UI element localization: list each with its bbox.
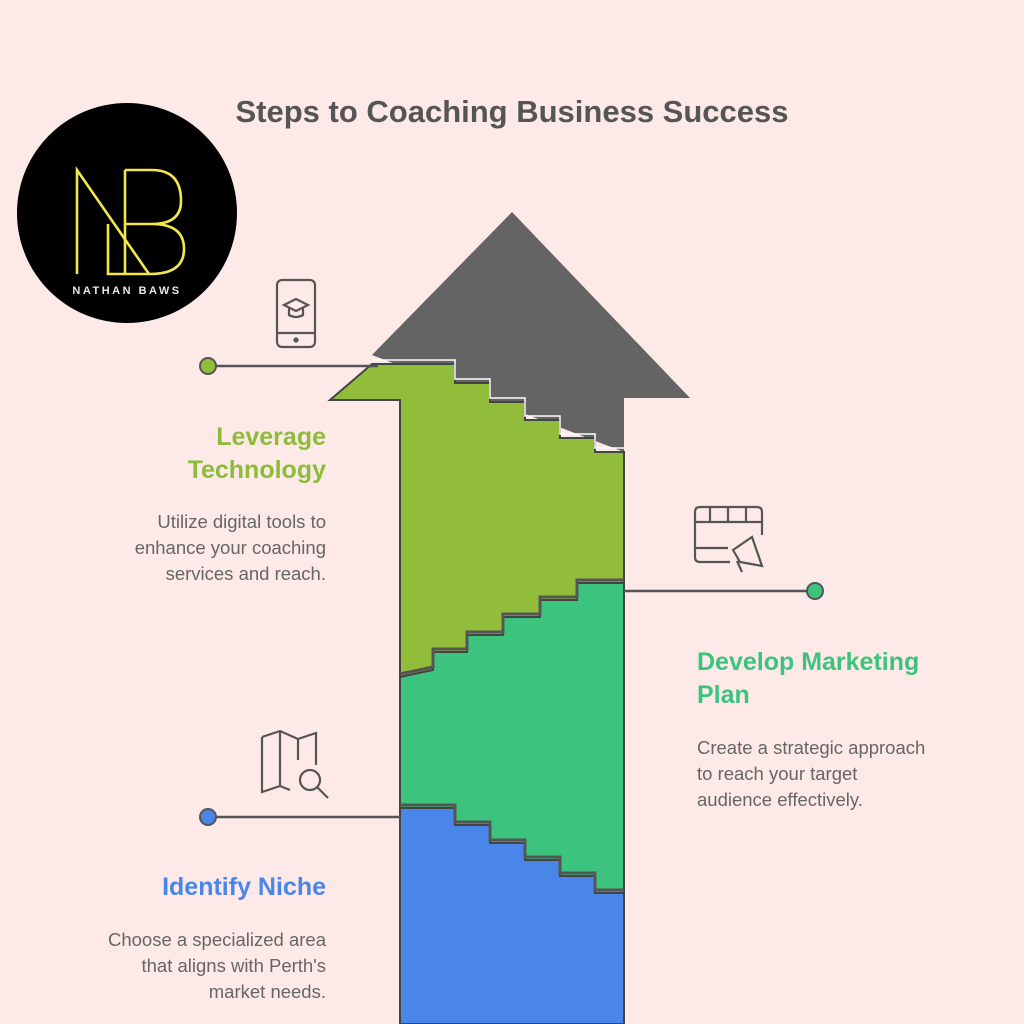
connector-marketing [624, 582, 824, 600]
title-line: Technology [187, 456, 326, 484]
desc-line: Choose a specialized area [107, 929, 326, 950]
desc-line: Create a strategic approach [697, 737, 926, 758]
connector-niche [199, 808, 400, 826]
step-title-technology: Leverage Technology [188, 421, 326, 487]
video-megaphone-icon [693, 505, 764, 573]
desc-line: to reach your target [697, 763, 858, 784]
desc-line: services and reach. [165, 563, 326, 584]
desc-line: that aligns with Perth's [141, 955, 326, 976]
step-desc-niche: Choose a specialized area that aligns wi… [108, 927, 326, 1005]
page-title: Steps to Coaching Business Success [235, 94, 789, 129]
step-title-marketing: Develop Marketing Plan [697, 646, 919, 712]
logo-name: NATHAN BAWS [72, 285, 182, 297]
arrow [327, 212, 690, 1024]
phone-graduation-cap-icon [275, 278, 317, 349]
title-line: Identify Niche [162, 873, 326, 901]
desc-line: audience effectively. [697, 789, 863, 810]
step-title-niche: Identify Niche [162, 871, 326, 904]
connector-technology [199, 357, 378, 375]
nathan-baws-logo [17, 103, 237, 323]
desc-line: market needs. [208, 981, 326, 1002]
title-line: Leverage [216, 423, 326, 451]
arrow-head [372, 212, 690, 452]
map-search-icon [260, 729, 329, 799]
desc-line: Utilize digital tools to [157, 511, 326, 532]
title-line: Develop Marketing [697, 648, 920, 676]
step-desc-technology: Utilize digital tools to enhance your co… [135, 509, 326, 587]
step-desc-marketing: Create a strategic approach to reach you… [697, 735, 925, 813]
title-line: Plan [697, 681, 750, 709]
desc-line: enhance your coaching [134, 537, 326, 558]
